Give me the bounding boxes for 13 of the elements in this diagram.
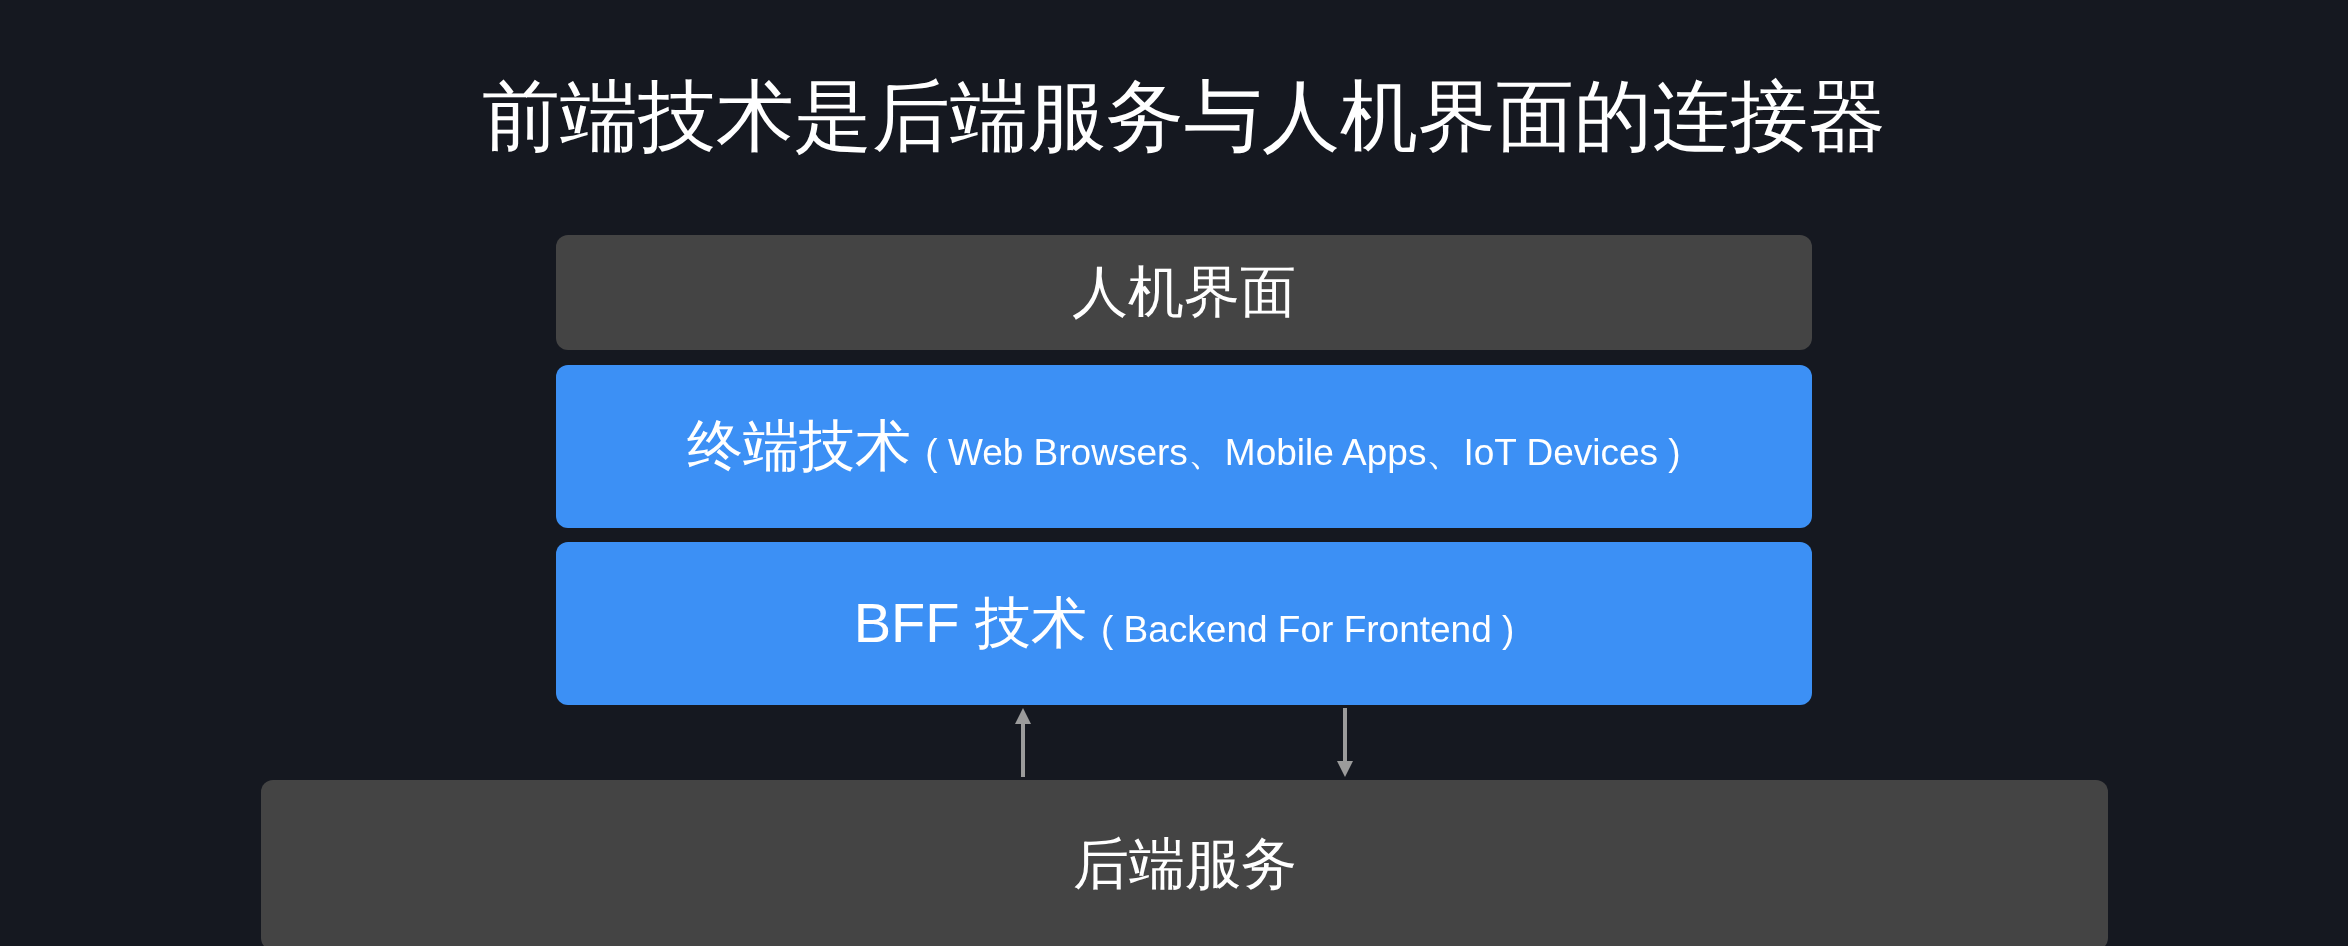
layer-box	[556, 365, 1812, 528]
layer-label: 终端技术	[687, 413, 912, 477]
layer-label: 人机界面	[1072, 259, 1296, 323]
layer-detail: ( Web Browsers、Mobile Apps、IoT Devices )	[925, 431, 1681, 473]
arrow	[1015, 708, 1031, 777]
layer-label: BFF 技术	[853, 590, 1087, 654]
layer-box	[261, 780, 2108, 946]
layer-detail: ( Backend For Frontend )	[1101, 608, 1515, 650]
slide-title: 前端技术是后端服务与人机界面的连接器	[482, 71, 1886, 162]
layer-box	[556, 542, 1812, 705]
layer-box	[556, 235, 1812, 350]
arrow	[1337, 708, 1353, 777]
layer-label: 后端服务	[1072, 832, 1297, 895]
